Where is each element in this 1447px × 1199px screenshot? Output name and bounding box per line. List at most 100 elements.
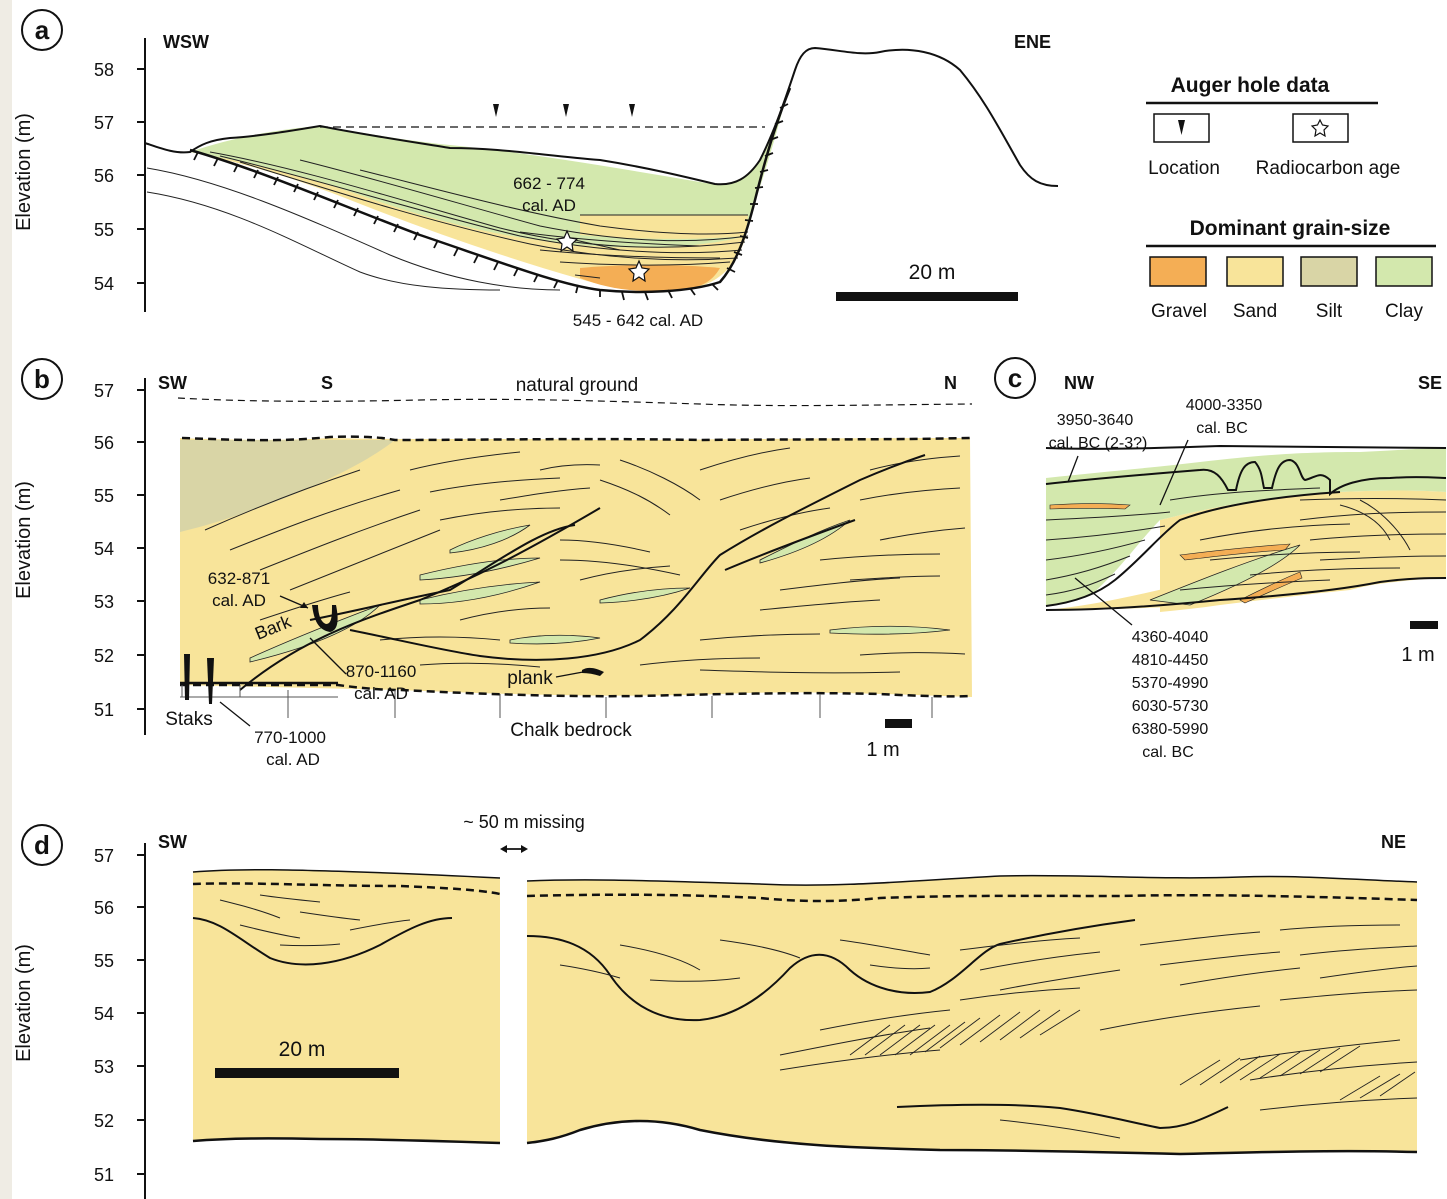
panel-d-missing-arrow (500, 845, 528, 853)
panel-d-tick-54: 54 (94, 1004, 114, 1024)
legend-auger-title: Auger hole data (1171, 74, 1330, 97)
panel-d-tick-55: 55 (94, 951, 114, 971)
panel-a-age-upper-line2: cal. AD (522, 196, 576, 215)
panel-a-channel-hatch (193, 103, 789, 301)
panel-a-tick-56: 56 (94, 166, 114, 186)
panel-d-right-top (526, 874, 1418, 886)
panel-b-scale-label: 1 m (866, 739, 899, 761)
page-margin (0, 0, 12, 1199)
panel-a-scale-bar (836, 292, 1018, 301)
panel-d-right-base (526, 1119, 1418, 1156)
panel-c: c NW SE (994, 357, 1447, 761)
panel-a-ene-label: ENE (1014, 32, 1051, 52)
panel-d-letter: d (34, 830, 50, 860)
panel-c-scale-label: 1 m (1401, 644, 1434, 666)
panel-b-plank-label: plank (507, 668, 553, 689)
panel-c-letter: c (1008, 363, 1022, 393)
panel-d: d Elevation (m) 57 56 55 54 53 52 51 SW … (13, 812, 1418, 1199)
staks-post-1 (184, 654, 190, 700)
panel-c-age1-line1: 3950-3640 (1057, 412, 1134, 429)
panel-b-tick-57: 57 (94, 381, 114, 401)
panel-b-chalk-label: Chalk bedrock (510, 720, 632, 741)
panel-c-age2-line2: cal. BC (1196, 420, 1248, 437)
panel-d-sw-label: SW (158, 832, 187, 852)
panel-d-lower-channel (896, 1103, 1229, 1130)
panel-a-gravel-fill (580, 265, 720, 292)
panel-b-tick-54: 54 (94, 539, 114, 559)
panel-b: b Elevation (m) 57 56 55 54 53 52 51 SW … (13, 358, 973, 769)
panel-a-ground-surface (144, 46, 1059, 187)
panel-b-age3-line1: 770-1000 (254, 728, 326, 747)
panel-b-label-circle (21, 358, 63, 400)
legend-silt-swatch (1300, 256, 1358, 287)
panel-a-laminae (209, 151, 749, 279)
panel-b-scale-bar (885, 719, 912, 728)
panel-a-channel-base (189, 87, 792, 294)
legend-sand-label: Sand (1233, 301, 1277, 322)
panel-c-base-line (1045, 577, 1447, 611)
panel-a-sand-band (580, 215, 748, 239)
panel-b-tick-56: 56 (94, 433, 114, 453)
panel-b-silt-wedge (180, 440, 395, 532)
panel-b-s-label: S (321, 373, 333, 393)
legend-radiocarbon-label: Radiocarbon age (1256, 158, 1401, 179)
panel-c-age1-arrow (1067, 455, 1079, 483)
panel-a-clay-fill (190, 90, 788, 290)
panel-c-se-label: SE (1418, 373, 1442, 393)
panel-c-laminae (1045, 487, 1447, 596)
panel-c-ages-3: 5370-4990 (1132, 675, 1209, 692)
panel-d-tick-51: 51 (94, 1165, 114, 1185)
panel-b-y-axis-label: Elevation (m) (13, 481, 35, 599)
panel-d-left-top (192, 868, 501, 879)
panel-b-n-label: N (944, 373, 957, 393)
panel-b-age1-line2: cal. AD (212, 591, 266, 610)
panel-c-ages-6: cal. BC (1142, 744, 1194, 761)
bark-sample-icon (312, 605, 338, 632)
panel-b-bedrock-boundary (180, 683, 973, 698)
panel-a-radiocarbon-star-1 (555, 229, 579, 253)
panel-d-label-circle (21, 824, 63, 866)
panel-d-y-axis-label: Elevation (m) (13, 944, 35, 1062)
panel-a-y-ticks (137, 68, 145, 284)
panel-d-tick-53: 53 (94, 1057, 114, 1077)
panel-d-missing-label: ~ 50 m missing (463, 812, 585, 832)
legend: Auger hole data Location Radiocarbon age… (1146, 74, 1436, 322)
panel-c-clay-lens (1149, 544, 1301, 606)
panel-b-y-ticks (137, 389, 145, 710)
panel-d-tick-56: 56 (94, 898, 114, 918)
panel-c-age2-arrow (1159, 439, 1189, 506)
panel-a-tick-58: 58 (94, 60, 114, 80)
panel-c-age2-line1: 4000-3350 (1186, 397, 1263, 414)
plank-icon (582, 667, 604, 676)
legend-location-icon (1178, 120, 1185, 135)
panel-a-letter: a (35, 15, 50, 45)
legend-clay-label: Clay (1385, 301, 1424, 322)
panel-d-left-base (192, 1137, 501, 1145)
legend-clay-swatch (1375, 256, 1433, 287)
panel-d-cross-bedding (849, 1009, 1416, 1101)
panel-c-upper-surface (1045, 458, 1447, 497)
panel-b-sw-label: SW (158, 373, 187, 393)
panel-b-age1-arrowhead (300, 602, 308, 608)
auger-location-marker-2 (563, 104, 569, 117)
panel-d-left-dashed (192, 882, 501, 896)
panel-a-label-circle (21, 9, 63, 51)
panel-a-tick-54: 54 (94, 274, 114, 294)
auger-location-marker-3 (629, 104, 635, 117)
panel-d-left-block (193, 869, 500, 1143)
panel-a-bedrock-line-2 (146, 191, 501, 291)
panel-c-ages-arrow (1074, 577, 1133, 626)
panel-d-scale-bar (215, 1068, 399, 1078)
panel-b-plank-arrow (555, 671, 584, 678)
legend-silt-label: Silt (1316, 301, 1343, 322)
panel-b-bedrock-ticks (180, 685, 933, 718)
panel-b-age2-arrow (309, 637, 347, 675)
panel-a-tick-57: 57 (94, 113, 114, 133)
legend-location-label: Location (1148, 158, 1220, 179)
panel-b-staks-label: Staks (165, 709, 213, 730)
panel-c-gravel-streak-1 (1049, 503, 1131, 510)
panel-b-tick-52: 52 (94, 646, 114, 666)
panel-b-age3-line2: cal. AD (266, 750, 320, 769)
panel-c-nw-label: NW (1064, 373, 1094, 393)
